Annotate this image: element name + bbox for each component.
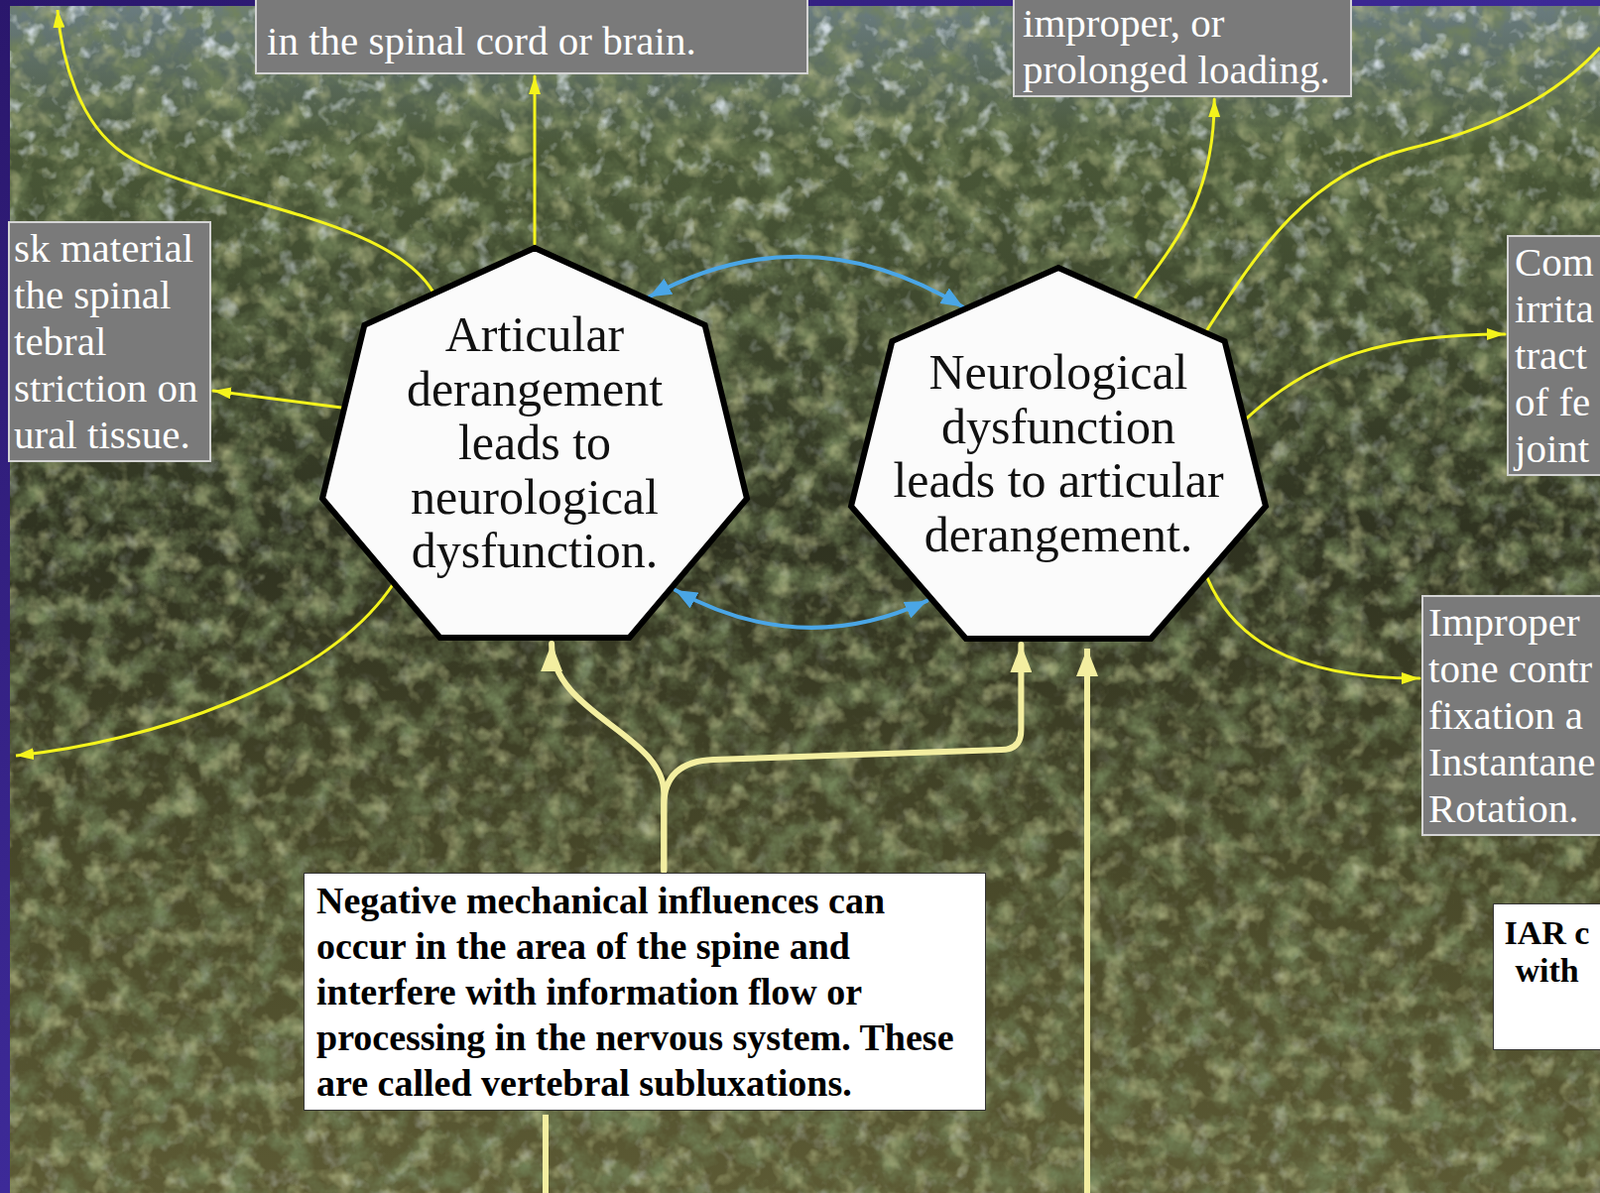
info-box: improper, or prolonged loading. <box>1012 0 1353 98</box>
connector-arrow <box>675 590 928 628</box>
heptagon-shape <box>322 247 747 638</box>
text-wrap: Neurological dysfunction leads to articu… <box>851 267 1266 639</box>
info-box: Com irrita tract of fe joint <box>1506 235 1600 477</box>
heptagon-node: Neurological dysfunction leads to articu… <box>851 267 1266 639</box>
info-box: sk material the spinal tebral striction … <box>7 221 212 463</box>
note-box: IAR c with <box>1492 903 1600 1051</box>
heptagon-node: Articular derangement leads to neurologi… <box>322 247 747 638</box>
connector-arrow <box>663 644 1021 871</box>
node-text: Com irrita tract of fe joint <box>1514 239 1600 473</box>
node-text: in the spinal cord or brain. <box>266 17 797 65</box>
connector-arrow <box>1134 99 1215 298</box>
node-text: Neurological dysfunction leads to articu… <box>887 345 1231 562</box>
connector-arrow <box>551 643 664 871</box>
node-text: sk material the spinal tebral striction … <box>13 225 206 459</box>
heptagon-shape <box>851 267 1266 639</box>
leader-line <box>15 583 394 756</box>
connector-arrow <box>533 76 537 245</box>
text-wrap: Articular derangement leads to neurologi… <box>322 247 747 638</box>
info-box: in the spinal cord or brain. <box>254 0 809 75</box>
leader-arrow <box>1084 648 1091 1193</box>
node-text: Negative mechanical influences can occur… <box>316 877 974 1107</box>
connector-arrow <box>649 256 964 308</box>
info-box: Improper tone contr fixation a Instantan… <box>1421 595 1600 837</box>
connector-arrow <box>1207 578 1420 679</box>
connector-arrow <box>213 390 342 408</box>
node-text: Improper tone contr fixation a Instantan… <box>1428 599 1600 833</box>
node-text: improper, or prolonged loading. <box>1022 0 1343 94</box>
node-text: IAR c with <box>1496 914 1598 990</box>
connector-arrow <box>1246 334 1505 419</box>
leader-line <box>542 1114 549 1193</box>
note-box: Negative mechanical influences can occur… <box>303 872 986 1111</box>
node-text: Articular derangement leads to neurologi… <box>400 307 669 579</box>
